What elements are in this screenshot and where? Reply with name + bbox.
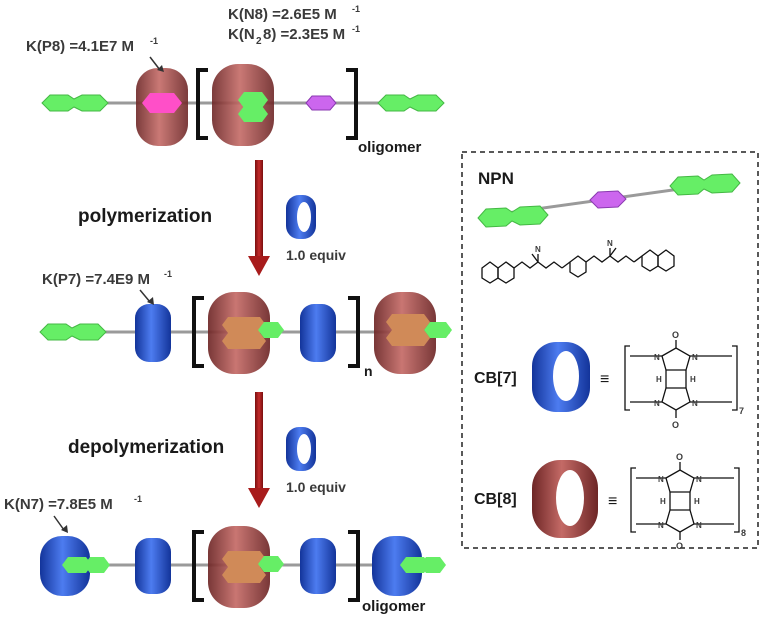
oligomer-label: oligomer <box>358 139 422 156</box>
k-n28-label-a: K(N <box>228 26 255 43</box>
oligomer-label: oligomer <box>362 598 426 615</box>
cb7-cavity <box>297 434 311 464</box>
cb7-ring <box>300 538 336 594</box>
exponent: -1 <box>150 36 158 46</box>
cb7-subscript: 7 <box>739 406 744 416</box>
exponent: -1 <box>352 4 360 14</box>
cb7-cavity <box>553 351 579 401</box>
polymerization-arrow <box>248 160 270 276</box>
naphthalene-unit <box>222 333 266 349</box>
exponent: -1 <box>134 494 142 504</box>
npn-model <box>477 173 741 228</box>
depolymerization-label: depolymerization <box>68 437 224 458</box>
cb8-label: CB[8] <box>474 491 517 508</box>
bracket-right <box>348 296 360 368</box>
bracket-right <box>348 530 360 602</box>
equiv-label: 1.0 equiv <box>286 479 346 495</box>
naphthalene-stopper <box>420 557 446 573</box>
cb8-structure <box>630 462 740 540</box>
naphthalene-stopper <box>84 557 110 573</box>
cb7-label: CB[7] <box>474 370 517 387</box>
naphthalene-unit <box>424 322 452 338</box>
atom-o: O <box>672 330 679 340</box>
pointer-arrowhead <box>61 525 68 533</box>
atom-h: H <box>656 375 662 384</box>
k-n8-label: K(N8) =2.6E5 M <box>228 6 337 23</box>
pointer-arrow <box>139 289 151 303</box>
phenyl-unit <box>142 93 182 113</box>
npn-structure <box>481 247 675 284</box>
naphthalene-stopper <box>400 557 430 573</box>
naphthalene-unit <box>258 322 284 338</box>
k-n28-subscript: 2 <box>256 36 262 47</box>
atom-o: O <box>676 452 683 462</box>
naphthalene-unit <box>222 317 266 333</box>
atom-n: N <box>658 475 664 484</box>
pointer-arrow <box>149 56 161 71</box>
equiv-sign: ≡ <box>608 493 617 510</box>
polymerization-label: polymerization <box>78 206 212 227</box>
pointer-arrow <box>53 515 65 531</box>
pointer-arrowhead <box>147 297 154 305</box>
atom-n: N <box>654 399 660 408</box>
cb8-cavity <box>556 470 584 526</box>
equiv-sign: ≡ <box>600 371 609 388</box>
cb7-ring <box>135 304 171 362</box>
bracket-left <box>196 68 208 140</box>
bracket-right <box>346 68 358 140</box>
bracket-left <box>192 530 204 602</box>
naphthalene-unit <box>238 92 268 108</box>
atom-n: N <box>654 353 660 362</box>
phenyl-unit <box>305 95 337 111</box>
cb7-cavity <box>297 202 311 232</box>
atom-h: H <box>694 497 700 506</box>
exponent: -1 <box>164 269 172 279</box>
depolymerization-arrow <box>248 392 270 508</box>
naphthalene-unit <box>222 551 266 567</box>
naphthalene-unit <box>238 106 268 122</box>
atom-o: O <box>676 541 683 551</box>
cb7-ring <box>135 538 171 594</box>
naphthalene-unit <box>222 567 266 583</box>
naphthalene-unit <box>258 556 284 572</box>
cb8-subscript: 8 <box>741 528 746 538</box>
bracket-left <box>192 296 204 368</box>
atom-h: H <box>660 497 666 506</box>
naphthalene-stopper <box>41 94 109 112</box>
naphthalene-unit <box>386 330 430 346</box>
exponent: -1 <box>352 24 360 34</box>
npn-label: NPN <box>478 169 514 188</box>
atom-n: N <box>692 399 698 408</box>
k-p7-label: K(P7) =7.4E9 M <box>42 271 150 288</box>
row-2-polymer: n <box>39 292 452 379</box>
atom-n: N <box>607 239 613 248</box>
atom-o: O <box>672 420 679 430</box>
naphthalene-stopper <box>377 94 445 112</box>
row-1-oligomer: oligomer <box>41 64 445 156</box>
n-label: n <box>364 363 373 379</box>
row-3-oligomer: oligomer <box>40 526 446 615</box>
atom-n: N <box>696 475 702 484</box>
naphthalene-unit <box>386 314 430 330</box>
naphthalene-stopper <box>39 323 107 341</box>
atom-h: H <box>690 375 696 384</box>
equiv-label: 1.0 equiv <box>286 247 346 263</box>
cb7-ring <box>372 536 422 596</box>
atom-n: N <box>535 245 541 254</box>
legend-box: NPN N N CB[7] ≡ <box>461 151 759 551</box>
pointer-arrowhead <box>157 65 164 72</box>
atom-n: N <box>658 521 664 530</box>
atom-n: N <box>692 353 698 362</box>
k-n7-label: K(N7) =7.8E5 M <box>4 496 113 513</box>
k-n28-label-b: 8) =2.3E5 M <box>263 26 345 43</box>
naphthalene-stopper <box>62 557 92 573</box>
cb7-structure <box>624 340 738 418</box>
atom-n: N <box>696 521 702 530</box>
k-p8-label: K(P8) =4.1E7 M <box>26 38 134 55</box>
cb7-ring <box>300 304 336 362</box>
